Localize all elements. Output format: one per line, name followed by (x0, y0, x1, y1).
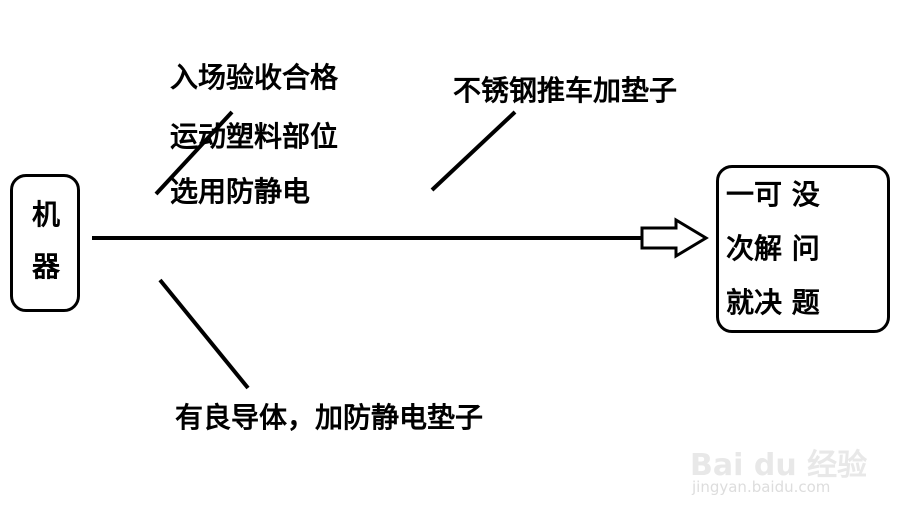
label-moving-plastic-parts: 运动塑料部位 (170, 120, 339, 153)
machine-box: 机 器 (10, 174, 80, 312)
label-entry-inspection: 入场验收合格 (170, 61, 339, 94)
branch-line-top-left (154, 110, 234, 196)
label-stainless-cart-pad: 不锈钢推车加垫子 (453, 74, 678, 107)
baidu-jingyan-watermark-logo: Bai du 经验 (690, 448, 868, 483)
branch-line-bottom (158, 278, 250, 390)
arrow-head (640, 217, 709, 259)
result-line-2: 次解 问 (726, 232, 820, 265)
machine-char-1: 机 (31, 198, 60, 231)
baidu-jingyan-watermark-url: jingyan.baidu.com (692, 478, 831, 496)
branch-line-top-right (430, 110, 517, 192)
machine-char-2: 器 (31, 250, 60, 283)
label-good-conductor: 有良导体，加防静电垫子 (175, 401, 484, 434)
result-line-3: 就决 题 (726, 286, 820, 319)
label-antistatic-selection: 选用防静电 (170, 175, 311, 208)
result-line-1: 一可 没 (726, 178, 820, 211)
result-box: 一可 没 次解 问 就决 题 (716, 165, 890, 333)
